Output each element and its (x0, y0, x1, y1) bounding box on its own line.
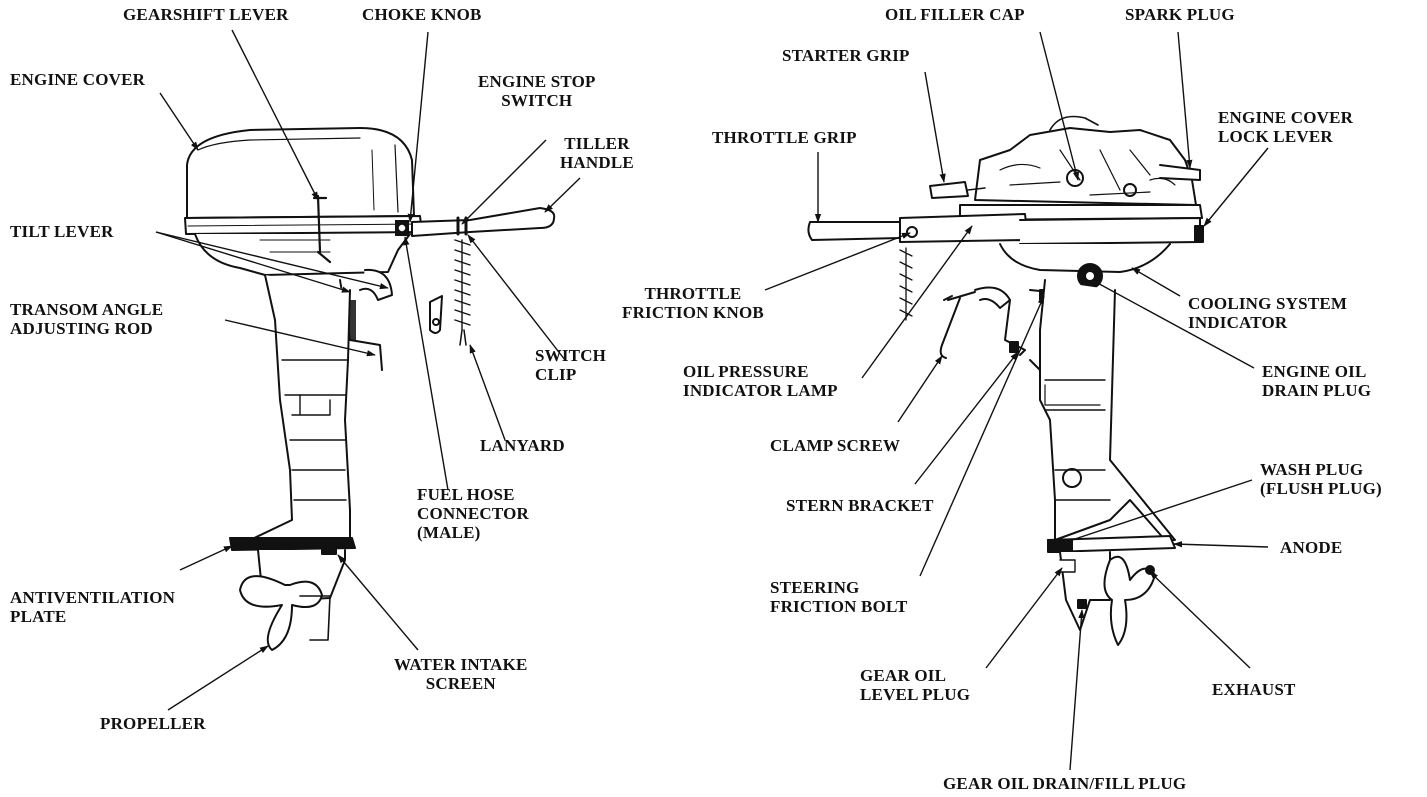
callout-tiller-handle (544, 177, 581, 213)
right-starter-grip-shape (929, 181, 969, 199)
callout-cooling-system-indicator (1131, 267, 1181, 297)
right-throttle-grip-shape (807, 221, 901, 241)
callout-spark-plug (1177, 31, 1193, 169)
right-propeller-shape (1103, 555, 1156, 646)
label-throttle-friction-knob: THROTTLE FRICTION KNOB (622, 284, 764, 322)
label-antiventilation-plate: ANTIVENTILATION PLATE (10, 588, 176, 626)
callout-tilt-lever-a (155, 231, 351, 293)
label-fuel-hose-connector: FUEL HOSE CONNECTOR (MALE) (417, 485, 530, 542)
callout-starter-grip (924, 71, 946, 183)
label-lanyard: LANYARD (480, 436, 565, 455)
label-oil-pressure-indicator-lamp: OIL PRESSURE INDICATOR LAMP (683, 362, 838, 400)
label-stern-bracket: STERN BRACKET (786, 496, 934, 515)
callout-lanyard (469, 344, 506, 441)
right-motor-illustration (807, 115, 1204, 646)
label-engine-oil-drain-plug: ENGINE OIL DRAIN PLUG (1262, 362, 1372, 400)
callout-exhaust (1149, 571, 1251, 669)
callout-engine-cover-lock-lever (1203, 147, 1269, 227)
callout-gear-oil-level-plug (985, 567, 1063, 669)
label-switch-clip: SWITCH CLIP (535, 346, 607, 384)
callout-engine-oil-drain-plug (1091, 279, 1255, 369)
label-anode: ANODE (1280, 538, 1343, 557)
callout-steering-friction-bolt (919, 295, 1045, 577)
label-gear-oil-drain-fill-plug: GEAR OIL DRAIN/FILL PLUG (943, 774, 1187, 793)
callout-tilt-lever-b (155, 231, 389, 290)
label-transom-angle-adjusting-rod: TRANSOM ANGLE ADJUSTING ROD (10, 300, 164, 338)
left-propeller-shape (239, 575, 323, 651)
label-gear-oil-level-plug: GEAR OIL LEVEL PLUG (860, 666, 971, 704)
label-wash-plug: WASH PLUG (FLUSH PLUG) (1260, 460, 1382, 498)
right-shaft-shape (1039, 279, 1176, 541)
callout-engine-stop-switch (461, 139, 547, 225)
label-propeller: PROPELLER (100, 714, 206, 733)
callout-engine-cover (159, 92, 199, 151)
label-starter-grip: STARTER GRIP (782, 46, 910, 65)
right-powerhead-shape (974, 127, 1197, 206)
label-gearshift-lever: GEARSHIFT LEVER (123, 5, 289, 24)
label-choke-knob: CHOKE KNOB (362, 5, 482, 24)
label-water-intake-screen: WATER INTAKE SCREEN (394, 655, 528, 693)
label-engine-cover: ENGINE COVER (10, 70, 146, 89)
label-cooling-system-indicator: COOLING SYSTEM INDICATOR (1188, 294, 1348, 332)
left-tiller-handle-shape (411, 207, 556, 237)
callout-fuel-hose-connector (403, 236, 449, 491)
callout-switch-clip (467, 234, 566, 361)
callout-propeller (167, 645, 269, 711)
left-shaft-shape (234, 274, 351, 546)
callout-oil-filler-cap (1039, 31, 1080, 181)
callout-stern-bracket (914, 351, 1019, 485)
label-engine-cover-lock-lever: ENGINE COVER LOCK LEVER (1218, 108, 1354, 146)
label-throttle-grip: THROTTLE GRIP (712, 128, 857, 147)
label-oil-filler-cap: OIL FILLER CAP (885, 5, 1025, 24)
callout-wash-plug (1059, 479, 1253, 545)
label-clamp-screw: CLAMP SCREW (770, 436, 901, 455)
callout-gear-oil-drain-fill-plug (1069, 609, 1085, 771)
callout-antiventilation-plate (179, 545, 233, 571)
left-motor-illustration (184, 127, 556, 651)
left-lanyard-coil-shape (454, 239, 471, 331)
callout-water-intake-screen (337, 554, 419, 651)
callout-clamp-screw (897, 355, 943, 423)
label-tiller-handle: TILLER HANDLE (560, 134, 634, 172)
label-tilt-lever: TILT LEVER (10, 222, 114, 241)
callout-gearshift-lever (231, 29, 319, 201)
callout-throttle-friction-knob (764, 232, 911, 291)
left-engine-cover-shape (186, 127, 415, 219)
label-engine-stop-switch: ENGINE STOP SWITCH (478, 72, 596, 110)
callout-anode (1173, 541, 1269, 548)
callout-transom-angle-adjusting-rod (224, 319, 376, 357)
label-steering-friction-bolt: STEERING FRICTION BOLT (770, 578, 908, 616)
callout-lines (155, 29, 1269, 771)
label-exhaust: EXHAUST (1212, 680, 1296, 699)
callout-oil-pressure-indicator-lamp (861, 225, 973, 379)
label-spark-plug: SPARK PLUG (1125, 5, 1235, 24)
callout-choke-knob (407, 31, 429, 223)
